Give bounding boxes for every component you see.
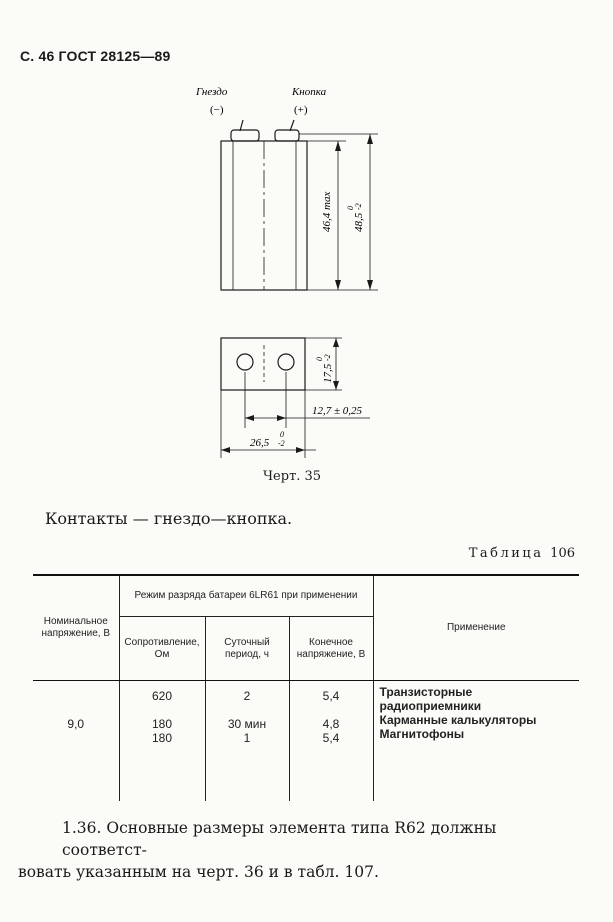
- battery-top-view: [220, 337, 306, 391]
- dim-height-max: 46,4 max: [321, 192, 333, 232]
- cell-application-3: Магнитофоны: [379, 727, 465, 741]
- socket-label: Гнездо: [195, 86, 228, 98]
- button-hole: [277, 353, 295, 371]
- cell-application: Транзисторные радиоприемники Карманные к…: [373, 681, 579, 802]
- cell-final-voltage-1: 5,4: [322, 689, 340, 703]
- dim-width-tol-lower: -2: [278, 439, 285, 448]
- socket-hole: [236, 353, 254, 371]
- contacts-text: Контакты — гнездо—кнопка.: [45, 509, 293, 528]
- table-title: Таблица 106: [469, 546, 575, 561]
- paragraph-line-2: вовать указанным на черт. 36 и в табл. 1…: [18, 863, 379, 881]
- discharge-table: Номинальное напряжение, В Режим разряда …: [33, 574, 579, 801]
- cell-final-voltage-3: 5,4: [322, 731, 340, 745]
- dim-terminal-spacing: 12,7 ± 0,25: [312, 405, 363, 417]
- socket-terminal: [230, 129, 260, 142]
- button-terminal: [274, 129, 300, 142]
- cell-final-voltage: 5,4 4,8 5,4: [288, 680, 374, 801]
- cell-voltage: 9,0: [67, 717, 85, 731]
- header-mode: Режим разряда батареи 6LR61 при применен…: [118, 574, 374, 618]
- dim-height-tol-upper: 0: [346, 206, 355, 210]
- socket-polarity: (−): [210, 104, 224, 116]
- cell-period-3: 1: [243, 731, 251, 745]
- cell-period-2: 30 мин: [227, 717, 267, 731]
- cell-application-2: Карманные калькуляторы: [379, 713, 537, 727]
- dim-height: 48,5: [353, 212, 365, 232]
- dim-height-tol-lower: -2: [354, 203, 363, 210]
- button-label: Кнопка: [291, 86, 327, 98]
- figure-caption: Черт. 35: [263, 469, 322, 484]
- header-application: Применение: [373, 574, 579, 681]
- battery-drawing: Гнездо (−) Кнопка (+) 46,4 max 48,5 0 -2…: [195, 86, 378, 458]
- cell-period: 2 30 мин 1: [204, 680, 289, 801]
- cell-resistance: 620 180 180: [118, 680, 205, 801]
- cell-final-voltage-2: 4,8: [322, 717, 340, 731]
- cell-period-1: 2: [243, 689, 251, 703]
- header-voltage: Номинальное напряжение, В: [33, 574, 119, 681]
- dim-depth: 17,5: [322, 363, 334, 383]
- page-header: С. 46 ГОСТ 28125—89: [20, 48, 171, 64]
- dim-width-tol-upper: 0: [280, 430, 284, 439]
- table-title-number: 106: [550, 546, 575, 561]
- button-polarity: (+): [294, 104, 308, 116]
- paragraph-1-36: 1.36. Основные размеры элемента типа R62…: [18, 817, 582, 883]
- paragraph-line-1: 1.36. Основные размеры элемента типа R62…: [62, 819, 497, 859]
- dim-width: 26,5: [250, 437, 270, 449]
- cell-resistance-3: 180: [151, 731, 173, 745]
- table-title-word: Таблица: [468, 546, 544, 561]
- header-resistance: Сопротивление, Ом: [118, 616, 205, 681]
- cell-resistance-1: 620: [151, 689, 173, 703]
- header-final-voltage: Конечное напряжение, В: [288, 616, 374, 681]
- dim-depth-tol-lower: -2: [323, 354, 332, 361]
- header-period: Суточный период, ч: [204, 616, 289, 681]
- dim-depth-tol-upper: 0: [315, 357, 324, 361]
- cell-resistance-2: 180: [151, 717, 173, 731]
- cell-application-1: Транзисторные радиоприемники: [379, 685, 482, 713]
